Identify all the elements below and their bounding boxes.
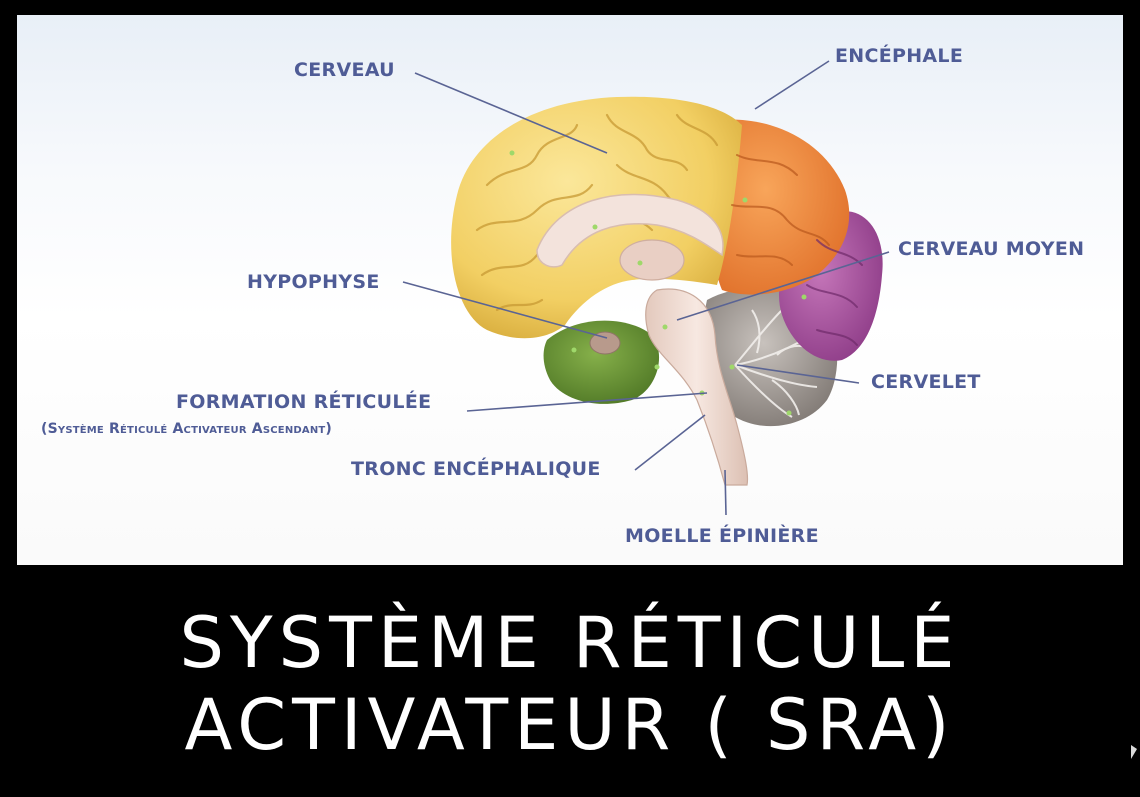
leader-cerveau-moyen	[676, 251, 890, 321]
marker-dots	[509, 150, 807, 416]
limbic-shape	[543, 320, 660, 404]
leader-encephale	[754, 60, 830, 110]
mouse-cursor-icon	[1131, 745, 1137, 759]
label-formation-reticulee: FORMATION RÉTICULÉE	[176, 391, 432, 413]
leader-lines	[402, 60, 890, 516]
label-cervelet: CERVELET	[871, 371, 981, 393]
label-moelle-epiniere: MOELLE ÉPINIÈRE	[625, 525, 819, 547]
label-cerveau: CERVEAU	[294, 59, 395, 81]
diagram-panel: CERVEAU ENCÉPHALE CERVEAU MOYEN HYPOPHYS…	[17, 15, 1123, 565]
leader-tronc	[634, 414, 706, 471]
orange-gyri	[731, 154, 830, 266]
brainstem-shape	[645, 288, 749, 486]
leader-hypophyse	[402, 281, 608, 339]
brain-illustration	[402, 60, 890, 516]
orange-lobe-shape	[710, 119, 850, 295]
title-line-2: ACTIVATEUR ( SRA)	[184, 684, 956, 766]
title-line-1: SYSTÈME RÉTICULÉ	[179, 602, 961, 684]
corpus-callosum	[536, 193, 724, 268]
label-hypophyse: HYPOPHYSE	[247, 271, 380, 293]
leader-cerveau	[414, 72, 608, 154]
leader-formation	[466, 392, 708, 412]
label-cerveau-moyen: CERVEAU MOYEN	[898, 238, 1085, 260]
leader-cervelet	[736, 364, 860, 384]
pituitary	[589, 331, 621, 355]
label-encephale: ENCÉPHALE	[835, 45, 964, 67]
label-tronc-encephalique: TRONC ENCÉPHALIQUE	[351, 458, 601, 480]
leader-moelle	[724, 469, 727, 516]
label-sra-subtitle: (Système Réticulé Activateur Ascendant)	[41, 421, 333, 437]
thalamus	[619, 239, 685, 281]
